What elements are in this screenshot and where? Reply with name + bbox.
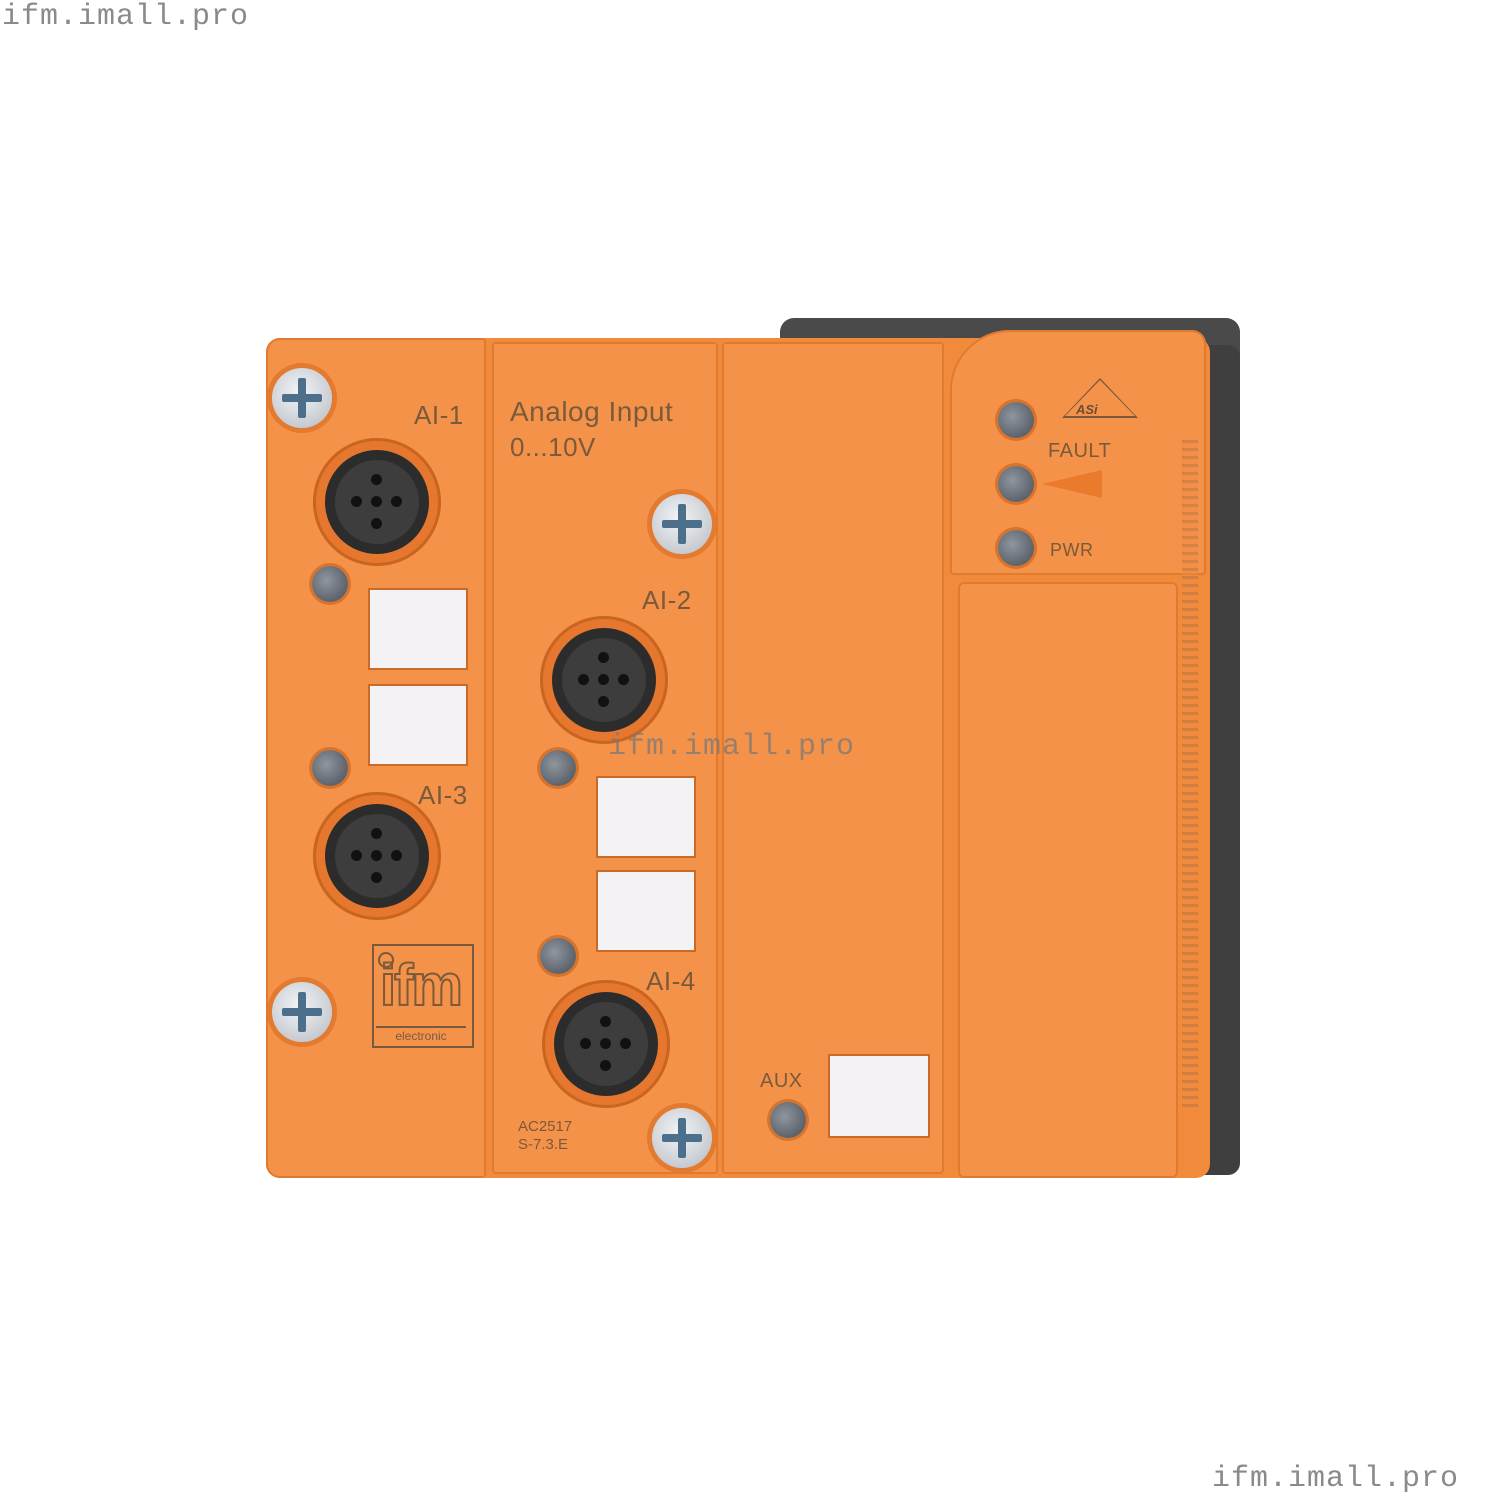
label-tag bbox=[596, 870, 696, 952]
led-ai3 bbox=[312, 750, 348, 786]
logo-subtext: electronic bbox=[376, 1026, 466, 1044]
aux-label-tag bbox=[828, 1054, 930, 1138]
section-3 bbox=[722, 342, 944, 1174]
module-range: 0...10V bbox=[510, 432, 596, 462]
ifm-logo-icon: ifm electronic bbox=[372, 944, 474, 1048]
section-4-top bbox=[950, 330, 1206, 575]
screw-icon bbox=[272, 368, 332, 428]
label-tag bbox=[596, 776, 696, 858]
led-ai4 bbox=[540, 938, 576, 974]
screw-icon bbox=[652, 494, 712, 554]
channel-label-ai4: AI-4 bbox=[646, 966, 696, 996]
model-version: S-7.3.E bbox=[518, 1136, 569, 1153]
led-status-top bbox=[998, 402, 1034, 438]
led-fault bbox=[998, 466, 1034, 502]
logo-text: ifm bbox=[379, 953, 464, 1018]
channel-label-ai1: AI-1 bbox=[414, 400, 464, 430]
side-printing bbox=[1182, 440, 1198, 1110]
m12-socket-ai4[interactable] bbox=[542, 980, 670, 1108]
led-pwr bbox=[998, 530, 1034, 566]
m12-socket-ai2[interactable] bbox=[540, 616, 668, 744]
m12-socket-ai1[interactable] bbox=[313, 438, 441, 566]
addressing-socket-icon bbox=[1042, 470, 1102, 498]
aux-label: AUX bbox=[760, 1070, 803, 1092]
watermark-top-left: ifm.imall.pro bbox=[2, 0, 250, 34]
watermark-bottom-right: ifm.imall.pro bbox=[1212, 1462, 1460, 1496]
channel-label-ai2: AI-2 bbox=[642, 585, 692, 615]
asi-logo-icon bbox=[1062, 378, 1138, 418]
m12-socket-ai3[interactable] bbox=[313, 792, 441, 920]
led-ai1 bbox=[312, 566, 348, 602]
label-tag bbox=[368, 588, 468, 670]
asi-logo-text: ASi bbox=[1076, 402, 1098, 417]
module-title: Analog Input bbox=[510, 396, 674, 427]
screw-icon bbox=[272, 982, 332, 1042]
label-tag bbox=[368, 684, 468, 766]
channel-label-ai3: AI-3 bbox=[418, 780, 468, 810]
pwr-label: PWR bbox=[1050, 540, 1094, 560]
model-number: AC2517 bbox=[518, 1118, 573, 1135]
watermark-center: ifm.imall.pro bbox=[608, 730, 856, 764]
fault-label: FAULT bbox=[1048, 440, 1112, 462]
led-ai2 bbox=[540, 750, 576, 786]
screw-icon bbox=[652, 1108, 712, 1168]
backplate-side bbox=[1205, 345, 1240, 1175]
section-4-bottom bbox=[958, 582, 1178, 1178]
led-aux bbox=[770, 1102, 806, 1138]
